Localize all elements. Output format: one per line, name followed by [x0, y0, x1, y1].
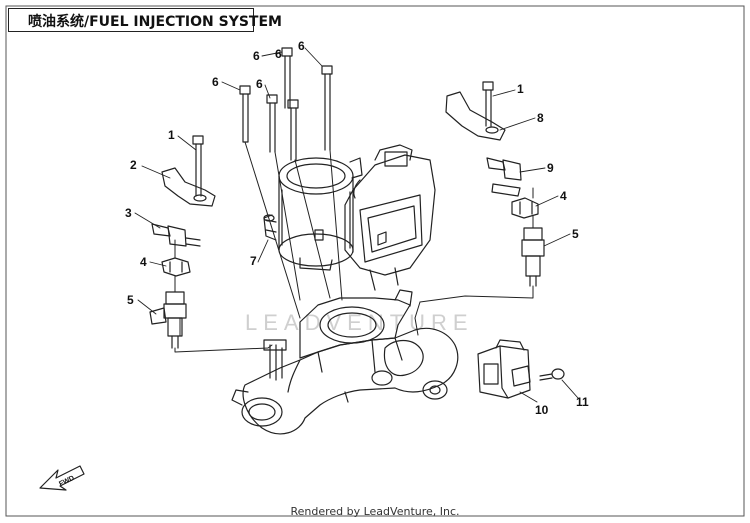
throttle-body-bolts: [239, 47, 333, 161]
watermark: LEADVENTURE: [245, 310, 474, 335]
fwd-arrow: FWD: [39, 465, 85, 491]
callout-leaders: [134, 47, 579, 403]
callout-6-bolt-a: 6: [212, 75, 219, 89]
sensor-screw: [539, 368, 565, 381]
callout-10-map-sensor: 10: [535, 403, 549, 417]
callout-7-throttle-body: 7: [250, 254, 257, 268]
throttle-body: [263, 144, 436, 291]
callout-4-right-clip: 4: [560, 189, 567, 203]
callout-numbers: 1 2 3 4 5 6 6 6 6 6 7 1 8 9 4 5 10 11: [125, 39, 589, 417]
callout-1-left-bolt: 1: [168, 128, 175, 142]
callout-6-bolt-b: 6: [253, 49, 260, 63]
callout-6-bolt-e: 6: [275, 47, 282, 61]
map-sensor: [477, 339, 531, 399]
intake-manifold: [231, 289, 459, 435]
page-title: 喷油系统/FUEL INJECTION SYSTEM: [28, 14, 282, 30]
callout-5-right-injector: 5: [572, 227, 579, 241]
callout-8-right-bracket: 8: [537, 111, 544, 125]
callout-6-bolt-d: 6: [298, 39, 305, 53]
callout-3-left-fitting: 3: [125, 206, 132, 220]
right-injector-assembly: [445, 81, 545, 287]
callout-11-screw: 11: [576, 395, 589, 409]
title-box: [8, 8, 254, 32]
callout-6-bolt-c: 6: [256, 77, 263, 91]
callout-2-left-bracket: 2: [130, 158, 137, 172]
fuel-routing-lines: [174, 141, 534, 353]
footer-credit: Rendered by LeadVenture, Inc.: [290, 505, 460, 518]
page-frame: [5, 5, 745, 517]
callout-1-right-bolt: 1: [517, 82, 524, 96]
left-injector-assembly: [149, 135, 216, 349]
callout-5-left-injector: 5: [127, 293, 134, 307]
callout-4-left-clip: 4: [140, 255, 147, 269]
callout-9-right-fitting: 9: [547, 161, 554, 175]
